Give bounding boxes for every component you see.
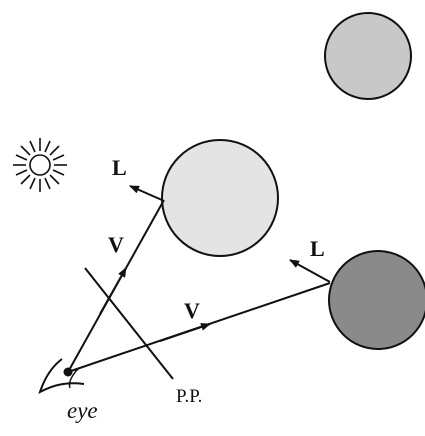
light-vector-label-2: L: [310, 236, 325, 261]
light-vector-arrow-1: [129, 185, 163, 201]
eye-icon: [38, 358, 85, 395]
view-vector-label-1: V: [108, 232, 124, 257]
sphere-center: [161, 139, 279, 257]
view-vector-label-2: V: [184, 298, 200, 323]
light-vector-arrow-2: [289, 259, 331, 283]
view-vector-arrow-1: [99, 267, 127, 315]
view-vector-arrow-2: [159, 323, 211, 342]
sphere-upper-right: [324, 12, 412, 100]
eye-label: eye: [67, 398, 98, 423]
sun-icon: [13, 138, 67, 192]
picture-plane-line: [84, 267, 174, 380]
sphere-lower-right: [328, 250, 425, 350]
picture-plane-label: P.P.: [176, 386, 202, 407]
light-vector-label-1: L: [112, 155, 127, 180]
